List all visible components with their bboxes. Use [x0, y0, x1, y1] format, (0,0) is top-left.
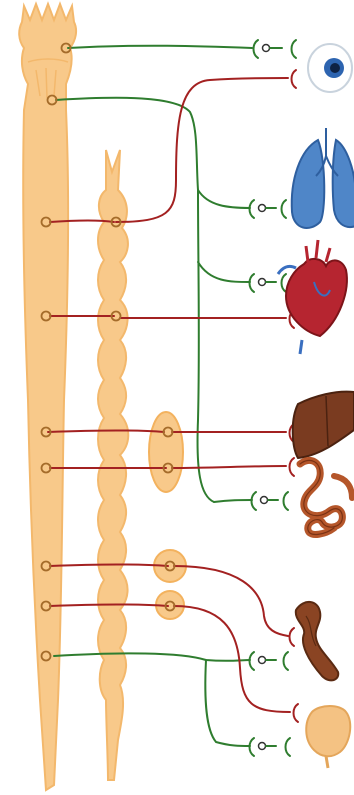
heart-icon	[278, 240, 347, 354]
bladder-icon	[306, 706, 350, 768]
ending-intestine	[290, 458, 295, 476]
collateral-ganglion-1	[149, 412, 183, 492]
ending-eye	[292, 70, 297, 88]
parasympathetic-path-sacral	[54, 653, 250, 661]
terminal-ganglion-sacral	[250, 652, 289, 670]
liver-icon	[293, 392, 354, 458]
sympathetic-chain-trunk	[98, 150, 128, 780]
brainstem-crown	[19, 4, 76, 790]
terminal-ganglia	[250, 40, 297, 756]
kidney-icon	[296, 602, 338, 680]
ending-kidney	[290, 628, 295, 646]
spinal-cord	[19, 4, 76, 790]
parasympathetic-path-eye	[68, 46, 252, 48]
sympathetic-path-kidney-post	[174, 566, 288, 636]
terminal-ganglion-lungs	[250, 200, 287, 218]
parasympathetic-branch-intestine	[214, 500, 252, 502]
terminal-ganglion-heart	[250, 274, 287, 292]
sympathetic-path-intestine-post	[172, 466, 286, 468]
parasympathetic-path-bladder	[205, 660, 250, 746]
sympathetic-path-preganglionic-1	[50, 221, 114, 223]
parasympathetic-branch-lungs	[198, 190, 250, 208]
sympathetic-chain	[98, 150, 186, 780]
eye-icon	[308, 44, 352, 92]
intestine-icon	[300, 460, 352, 534]
parasympathetic-path-vagus	[56, 98, 214, 502]
sympathetic-path-eye	[116, 78, 288, 222]
parasympathetic-branch-heart	[198, 262, 250, 282]
parasympathetic-pathways	[54, 46, 252, 746]
ending-bladder	[294, 704, 299, 722]
terminal-ganglion-eye	[254, 40, 297, 58]
terminal-ganglion-intestine	[252, 492, 289, 510]
lungs-icon	[292, 128, 354, 228]
terminal-ganglion-bladder	[250, 738, 291, 756]
